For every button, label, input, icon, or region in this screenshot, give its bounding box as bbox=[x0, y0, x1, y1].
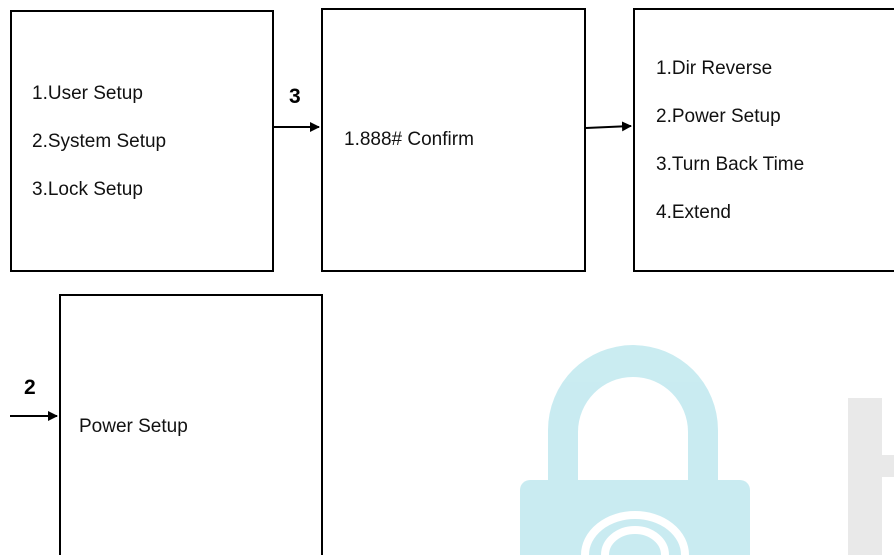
watermark-letter-fragment bbox=[848, 398, 894, 555]
confirm-box: 1.888# Confirm bbox=[321, 8, 586, 272]
menu-item-extend: 4.Extend bbox=[656, 202, 731, 223]
padlock-shackle-icon bbox=[548, 345, 718, 500]
confirm-text: 1.888# Confirm bbox=[344, 129, 474, 150]
menu-item-dir-reverse: 1.Dir Reverse bbox=[656, 58, 773, 79]
arrow-confirm-to-system bbox=[585, 121, 632, 132]
menu-item-user-setup: 1.User Setup bbox=[32, 83, 143, 104]
main-menu-box: 1.User Setup 2.System Setup 3.Lock Setup bbox=[10, 10, 274, 272]
system-setup-box: 1.Dir Reverse 2.Power Setup 3.Turn Back … bbox=[633, 8, 894, 272]
step-label-3: 3 bbox=[289, 85, 301, 108]
power-setup-box: Power Setup bbox=[59, 294, 323, 555]
menu-item-system-setup: 2.System Setup bbox=[32, 131, 167, 152]
menu-item-power-setup: 2.Power Setup bbox=[656, 106, 781, 127]
power-setup-text: Power Setup bbox=[79, 416, 188, 437]
menu-item-turn-back-time: 3.Turn Back Time bbox=[656, 154, 805, 175]
padlock-body-icon bbox=[520, 480, 750, 555]
step-label-2: 2 bbox=[24, 376, 36, 399]
menu-item-lock-setup: 3.Lock Setup bbox=[32, 179, 143, 200]
